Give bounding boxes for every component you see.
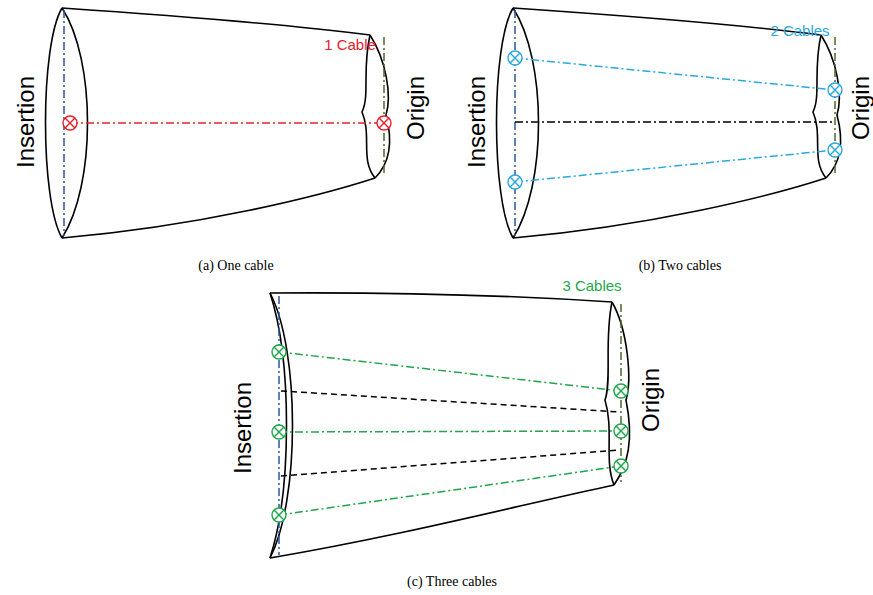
cable-line [279,431,621,432]
cable-line [515,58,835,90]
cable-anchor [272,345,286,359]
cable-anchor [828,143,842,157]
cable-count: 1 Cable [324,37,376,52]
muscle-outline [497,8,841,238]
cable-count: 3 Cables [562,278,621,293]
panel-caption: (a) One cable [198,259,273,273]
cable-line [383,37,385,176]
cable-line [281,450,620,476]
origin-label: Origin [849,76,873,140]
cable-anchor [614,459,628,473]
insertion-label: Insertion [465,76,489,168]
cable-anchor [272,425,286,439]
cable-anchor [614,424,628,438]
insertion-label: Insertion [14,76,38,168]
insertion-label: Insertion [231,382,255,474]
cable-anchor [63,116,77,130]
panel-c [270,293,630,558]
cable-line [70,122,384,124]
panel-caption: (c) Three cables [407,575,497,589]
muscle-outline [270,293,630,558]
origin-label: Origin [639,368,663,432]
cable-line [514,10,516,236]
panel-caption: (b) Two cables [639,259,722,273]
cable-line [279,466,621,515]
cable-line [281,391,620,412]
cable-anchor [377,116,391,130]
muscle-outline [46,8,390,238]
cable-line [515,150,835,182]
cable-anchor [508,51,522,65]
panel-a [46,8,392,238]
cable-line [279,352,621,391]
origin-label: Origin [404,76,428,140]
cable-anchor [272,508,286,522]
cable-anchor [614,384,628,398]
cable-count: 2 Cables [770,23,829,38]
cable-anchor [828,83,842,97]
panel-b [497,8,843,238]
cable-anchor [508,175,522,189]
cable-line [515,121,835,123]
